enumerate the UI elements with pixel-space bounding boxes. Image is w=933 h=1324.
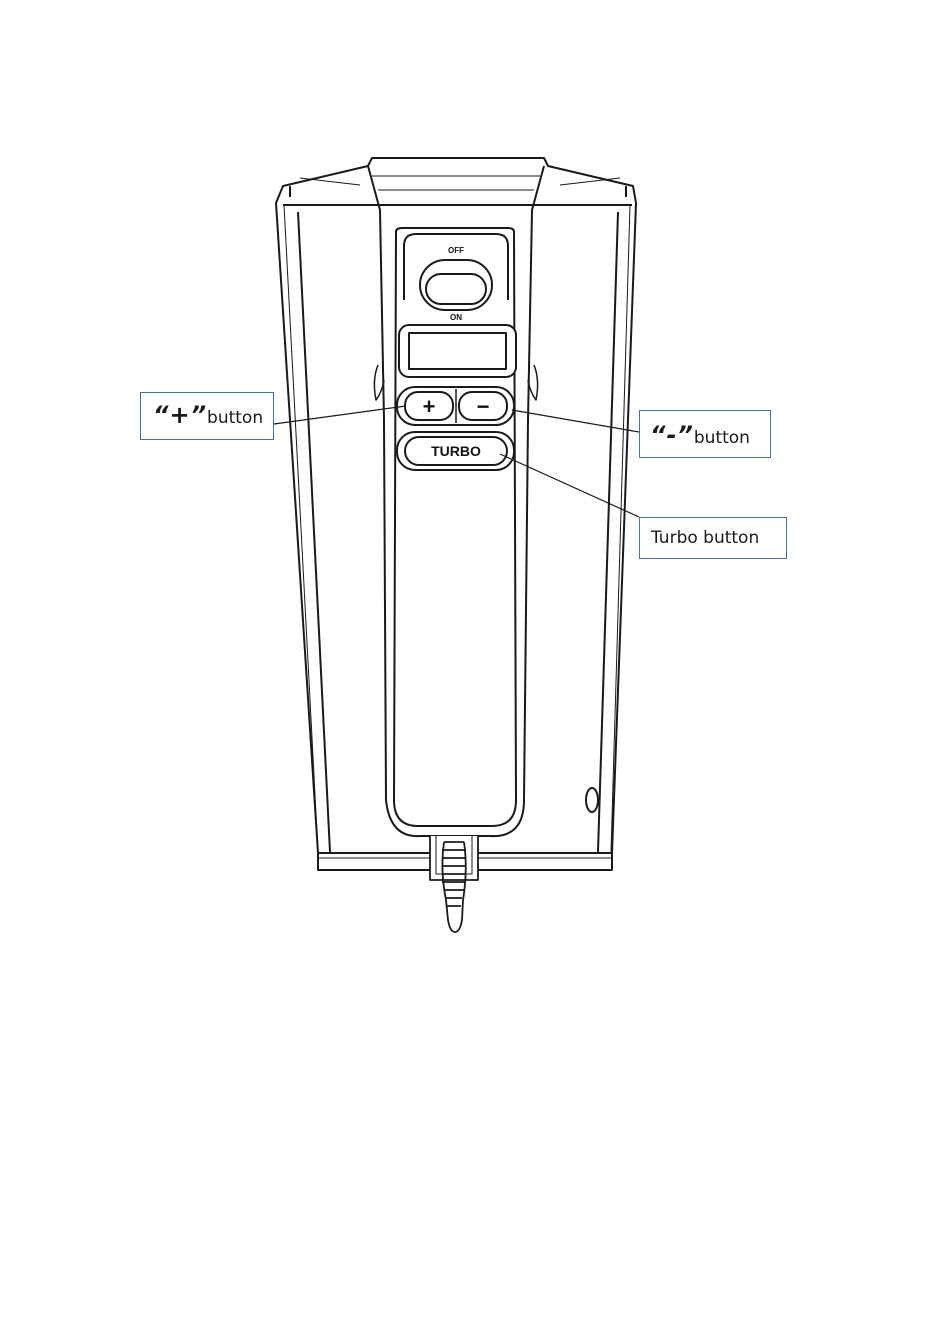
- plus-callout-word: button: [207, 408, 263, 428]
- plus-symbol: +: [423, 394, 436, 419]
- display-window: [399, 325, 516, 377]
- minus-callout-word: button: [694, 428, 750, 448]
- turbo-button-callout: Turbo button: [639, 517, 787, 559]
- plus-callout-symbol: “+”: [153, 401, 207, 429]
- off-label: OFF: [448, 246, 464, 255]
- on-label: ON: [450, 313, 462, 322]
- plus-button-callout: “+”button: [140, 392, 274, 440]
- minus-callout-symbol: “-”: [650, 421, 694, 449]
- minus-symbol: −: [477, 394, 490, 419]
- plus-minus-buttons: [397, 387, 514, 425]
- turbo-callout-text: Turbo button: [651, 528, 759, 548]
- minus-button-callout: “-”button: [639, 410, 771, 458]
- power-cord: [430, 836, 478, 932]
- turbo-label: TURBO: [431, 443, 481, 459]
